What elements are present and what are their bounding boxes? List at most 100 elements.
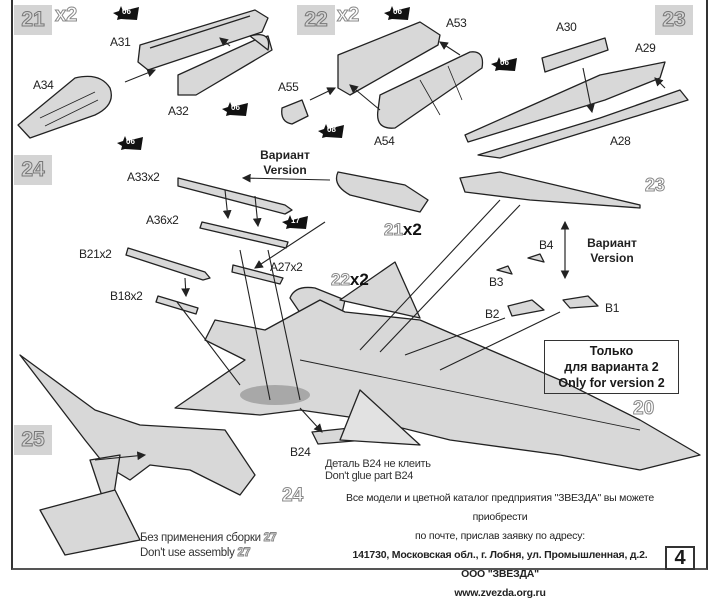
paint-code-text: 08	[327, 125, 336, 134]
part-label-a34: A34	[33, 78, 54, 92]
drop-tank-21-shape	[335, 171, 429, 213]
note-line: Only for version 2	[558, 376, 665, 390]
ref-number: 22	[331, 270, 351, 290]
arrow-a32-to-a31	[219, 37, 231, 47]
variant-ru: Вариант	[587, 236, 637, 250]
paint-code-text: 06	[500, 58, 509, 67]
note-en: Don't glue part B24	[325, 470, 414, 482]
version-2-note-box: Только для варианта 2 Only for version 2	[544, 340, 679, 394]
step-24-badge: 24	[14, 155, 52, 185]
star-flag-icon	[117, 136, 143, 150]
footer-company: ООО "ЗВЕЗДА"	[461, 568, 539, 580]
part-label-a53: A53	[446, 16, 467, 30]
part-label-b3: B3	[489, 275, 504, 289]
step-22-badge: 22	[297, 5, 335, 35]
star-flag-icon	[222, 102, 248, 116]
step-21-multiplier: x2	[54, 4, 78, 27]
arrow-21-to-a27	[254, 221, 326, 269]
star-flag-icon	[384, 6, 410, 20]
no-assembly-note: Без применения сборки 27 Don't use assem…	[140, 530, 277, 560]
part-label-a28: A28	[610, 134, 631, 148]
variant-en: Version	[263, 163, 307, 177]
part-label-b1: B1	[605, 301, 620, 315]
step-23-badge: 23	[655, 5, 693, 35]
part-label-a27: A27x2	[270, 260, 303, 274]
part-label-b21: B21x2	[79, 247, 112, 261]
aircraft-stand-shape	[19, 354, 256, 556]
note-en: Don't use assembly	[140, 547, 235, 559]
part-b18-shape	[155, 295, 199, 315]
note-line: для варианта 2	[564, 360, 659, 374]
part-a30-shape	[541, 37, 609, 73]
star-flag-icon	[318, 124, 344, 138]
aircraft-main-shape	[174, 261, 701, 471]
arrow-a54-to-a53	[439, 41, 461, 56]
paint-code-text: 06	[126, 137, 135, 146]
arrow-a34-to-a31	[124, 68, 157, 83]
paint-code-text: 06	[393, 7, 402, 16]
footer-address: 141730, Московская обл., г. Лобня, ул. П…	[352, 549, 648, 561]
note-ru: Деталь B24 не клеить	[325, 458, 431, 470]
paint-code-text: 06	[122, 7, 131, 16]
part-a36-shape	[199, 221, 289, 249]
variant-label-right: Вариант Version	[582, 236, 642, 266]
part-a32-shape	[177, 33, 273, 96]
paint-code-text: 06	[231, 103, 240, 112]
subassembly-ref-23: 23	[644, 175, 666, 196]
part-a31-shape	[137, 9, 269, 71]
part-label-b18: B18x2	[110, 289, 143, 303]
arrow-a55-to-a53	[309, 87, 336, 101]
part-label-a30: A30	[556, 20, 577, 34]
arrow-a54-pin	[349, 84, 381, 111]
ref-number: 27	[263, 530, 277, 545]
paint-code-badge: 06	[117, 136, 143, 150]
note-ru: Без применения сборки	[140, 532, 261, 544]
part-b21-shape	[125, 247, 211, 281]
part-label-b24: B24	[290, 445, 311, 459]
star-flag-icon	[282, 215, 308, 229]
arrow-a30-to-a28	[582, 67, 595, 114]
instruction-page: 21 x2 22 x2 23 24 25 A31 A32 A34 A53 A54…	[11, 0, 708, 599]
paint-code-badge: 06	[384, 6, 410, 20]
part-a54-shape	[376, 51, 484, 129]
part-label-b4: B4	[539, 238, 554, 252]
arrow-a28-to-a29	[654, 77, 666, 89]
paint-code-badge: 06	[222, 102, 248, 116]
paint-code-badge: 06	[113, 6, 139, 20]
footer-line: по почте, прислав заявку по адресу:	[415, 530, 585, 542]
step-25-badge: 25	[14, 425, 52, 455]
footer-website[interactable]: www.zvezda.org.ru	[454, 587, 546, 599]
part-a34-shape	[17, 75, 112, 139]
part-a28-shape	[477, 89, 689, 159]
part-b3-shape	[496, 265, 513, 275]
part-label-a31: A31	[110, 35, 131, 49]
part-label-a33: A33x2	[127, 170, 160, 184]
part-label-a36: A36x2	[146, 213, 179, 227]
star-flag-icon	[491, 57, 517, 71]
part-a27-shape	[231, 264, 284, 285]
ref-number: 21	[384, 220, 404, 240]
star-flag-icon	[113, 6, 139, 20]
note-line: Только	[589, 344, 634, 358]
arrow-a33-to-a36a	[222, 189, 232, 220]
arrow-b24	[299, 407, 323, 433]
paint-code-badge: 06	[491, 57, 517, 71]
arrow-version-top	[241, 173, 331, 183]
part-label-b2: B2	[485, 307, 500, 321]
step-21-badge: 21	[14, 5, 52, 35]
variant-label-top: Вариант Version	[255, 148, 315, 178]
subassembly-ref-20: 20	[632, 398, 655, 420]
part-a55-shape	[281, 99, 309, 125]
part-label-a32: A32	[168, 104, 189, 118]
b24-glue-note: Деталь B24 не клеить Don't glue part B24	[325, 458, 431, 482]
subassembly-ref-22: 22x2	[331, 270, 369, 290]
page-number: 4	[665, 546, 695, 570]
part-b4-shape	[527, 253, 545, 263]
part-a33-shape	[177, 177, 293, 215]
variant-ru: Вариант	[260, 148, 310, 162]
subassembly-ref-24: 24	[281, 485, 304, 507]
part-b1-shape	[562, 295, 599, 309]
arrow-b21-to-b18	[181, 277, 190, 298]
arrow-stand	[94, 451, 147, 461]
variant-en: Version	[590, 251, 634, 265]
